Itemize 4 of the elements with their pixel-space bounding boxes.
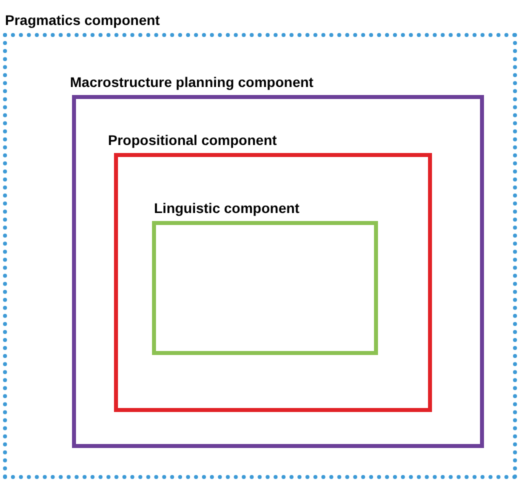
component-heading: Pragmatics component xyxy=(5,12,160,29)
component-heading: Macrostructure planning component xyxy=(70,74,314,91)
component-heading: Linguistic component xyxy=(154,200,300,217)
component-heading: Propositional component xyxy=(108,132,277,149)
